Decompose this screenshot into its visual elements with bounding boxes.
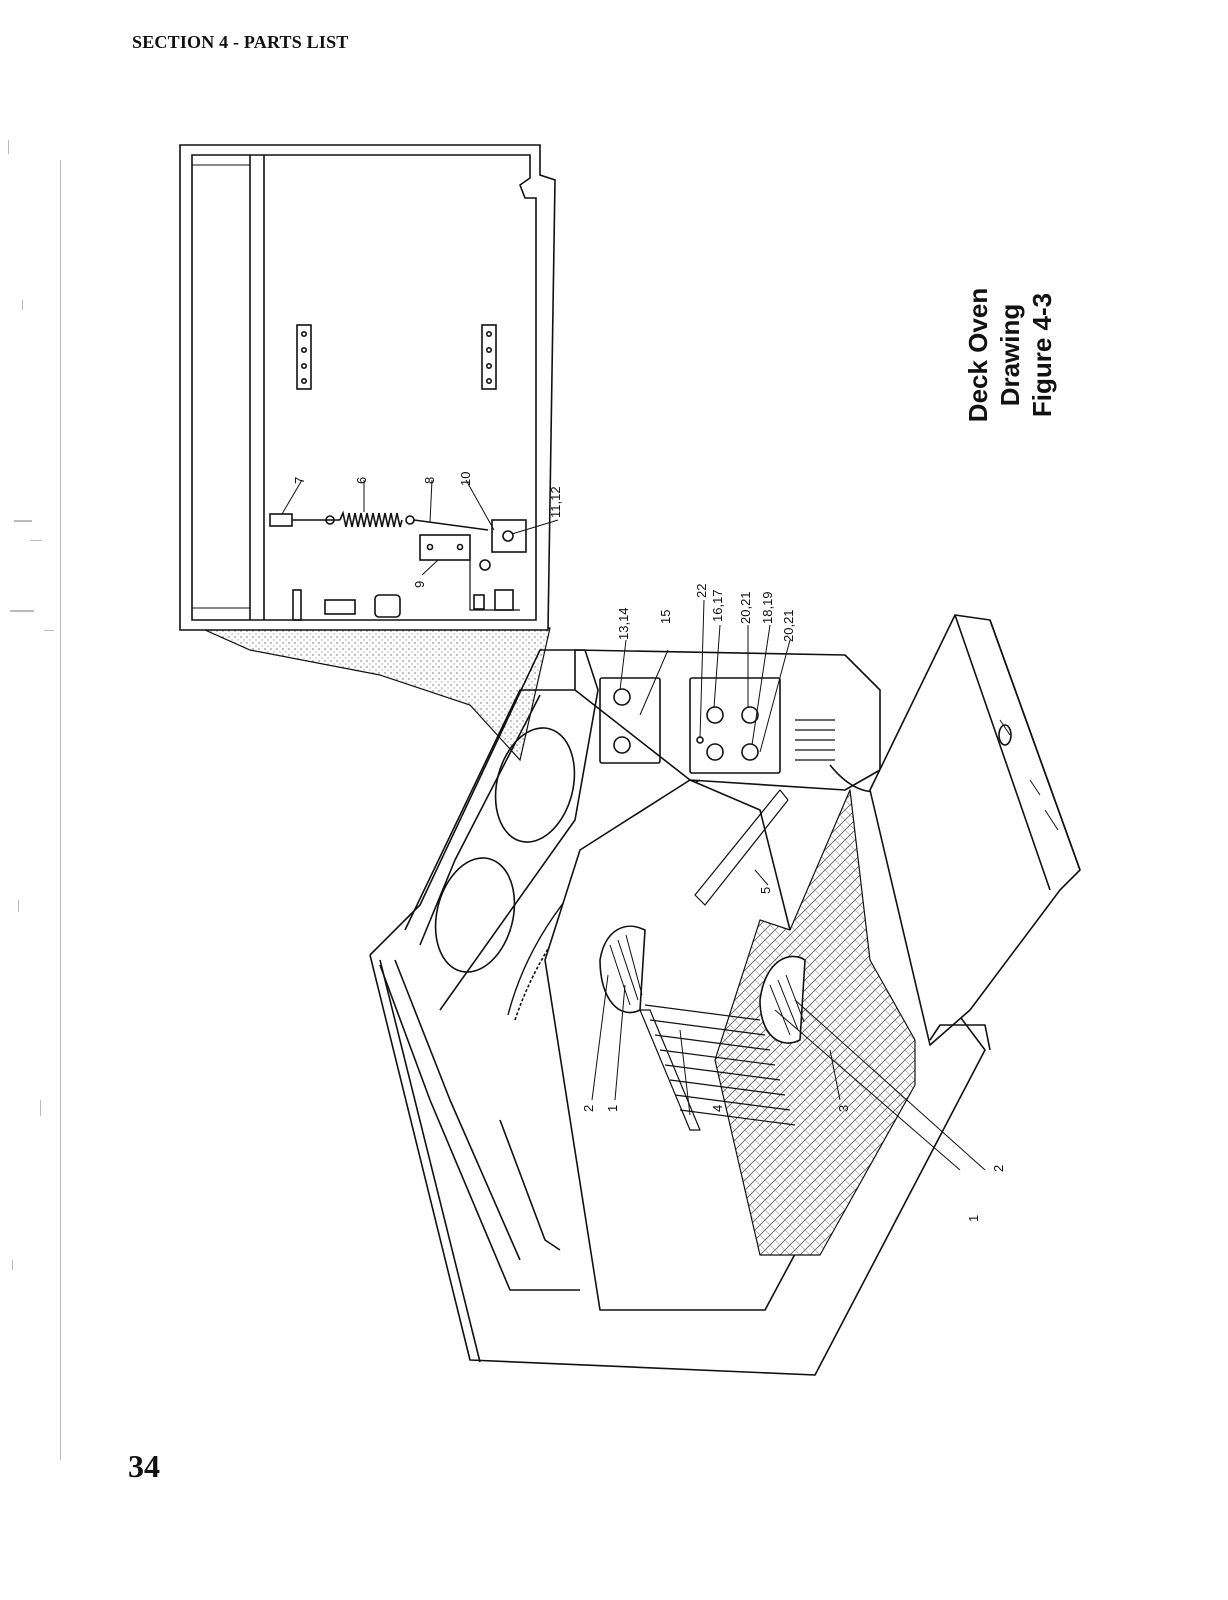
callout-11-12: 11,12 — [548, 486, 563, 518]
figure-caption-line2: Drawing — [995, 303, 1025, 407]
support-rail — [694, 789, 789, 906]
hearth-deck — [714, 789, 916, 1256]
callout-20-21-b: 20,21 — [781, 609, 796, 642]
callout-labels: 7 6 8 10 11,12 9 13,14 15 22 16,17 20,21… — [292, 472, 1006, 1222]
vent-louvres — [795, 719, 835, 761]
switch-block — [419, 534, 471, 561]
pulley-block — [491, 519, 527, 553]
callout-2-right: 2 — [991, 1165, 1006, 1172]
hinge-plate-top — [296, 324, 312, 390]
inset-pointer-wedge — [204, 627, 551, 762]
figure-caption-line3: Figure 4-3 — [1027, 292, 1057, 418]
control-compartment-inset — [179, 144, 556, 762]
callout-7: 7 — [292, 477, 307, 484]
page-number: 34 — [128, 1448, 160, 1484]
leader-lines — [281, 479, 986, 1171]
callout-20-21-a: 20,21 — [738, 591, 753, 624]
switch-panel — [689, 677, 781, 774]
hinge-plate-bottom — [481, 324, 497, 390]
thermostat-panel — [599, 677, 661, 764]
burner-right — [494, 727, 576, 843]
callout-16-17: 16,17 — [710, 589, 725, 622]
callout-2-left: 2 — [581, 1105, 596, 1112]
section-header: SECTION 4 - PARTS LIST — [132, 32, 349, 52]
tension-spring — [339, 510, 403, 528]
control-panel-housing — [574, 649, 881, 791]
burner-left — [434, 857, 516, 973]
callout-3: 3 — [836, 1105, 851, 1112]
callout-6: 6 — [354, 477, 369, 484]
callout-5: 5 — [758, 887, 773, 894]
scan-edge-noise — [8, 140, 61, 1460]
callout-1-right: 1 — [966, 1215, 981, 1222]
callout-22: 22 — [694, 584, 709, 598]
callout-15: 15 — [658, 610, 673, 624]
callout-9: 9 — [412, 581, 427, 588]
burner-cutaway-right — [759, 955, 806, 1044]
oven-door — [869, 614, 1081, 1046]
callout-8: 8 — [422, 477, 437, 484]
callout-4: 4 — [710, 1105, 725, 1112]
callout-10: 10 — [458, 472, 473, 486]
callout-18-19: 18,19 — [760, 591, 775, 624]
callout-1-left: 1 — [605, 1105, 620, 1112]
callout-13-14: 13,14 — [616, 607, 631, 640]
oven-body — [369, 614, 1081, 1376]
figure-caption-line1: Deck Oven — [963, 287, 993, 423]
inset-frame — [179, 144, 556, 631]
figure-caption: Deck Oven Drawing Figure 4-3 — [962, 288, 1058, 422]
